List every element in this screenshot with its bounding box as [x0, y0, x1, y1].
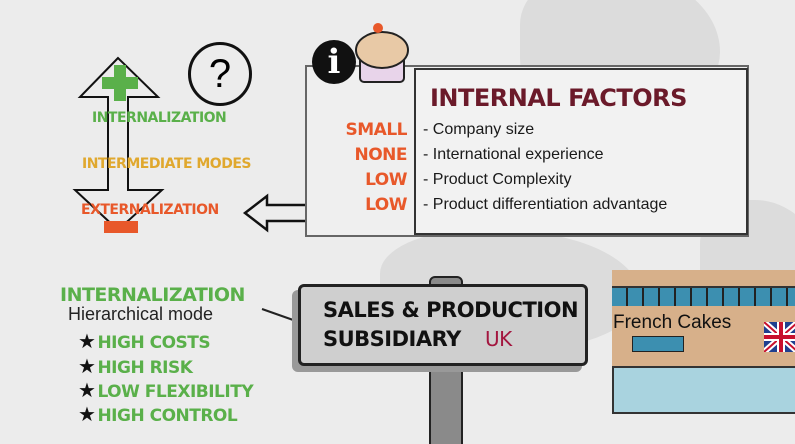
- scale-top-label: INTERNALIZATION: [92, 110, 227, 126]
- building-sign: French Cakes: [613, 312, 732, 333]
- question-icon: ?: [188, 42, 252, 106]
- factor-value: LOW: [365, 195, 407, 215]
- trait-item: ★HIGH RISK: [78, 354, 193, 378]
- signpost-board: [298, 284, 588, 366]
- scale-middle-label: INTERMEDIATE MODES: [82, 156, 251, 172]
- factor-label: - Product Complexity: [423, 171, 572, 188]
- trait-item: ★HIGH COSTS: [78, 329, 211, 353]
- factor-value: NONE: [354, 145, 407, 165]
- signpost-line2: SUBSIDIARY: [323, 327, 461, 351]
- factor-value: LOW: [365, 170, 407, 190]
- trait-item: ★LOW FLEXIBILITY: [78, 378, 254, 402]
- factor-label: - Company size: [423, 121, 535, 138]
- trait-item: ★HIGH CONTROL: [78, 402, 238, 426]
- trait-label: HIGH CONTROL: [97, 406, 238, 426]
- info-icon: i: [312, 40, 356, 84]
- factor-label: - Product differentiation advantage: [423, 196, 668, 213]
- connector-line: [261, 308, 297, 322]
- building-windows: [612, 288, 795, 306]
- mode-subtitle: Hierarchical mode: [68, 304, 214, 324]
- building-window: [632, 336, 684, 352]
- factor-label: - International experience: [423, 146, 604, 163]
- star-icon: ★: [78, 329, 96, 353]
- cupcake-icon: [355, 23, 409, 83]
- factors-panel: [414, 68, 748, 235]
- star-icon: ★: [78, 378, 96, 402]
- scale-bottom-label: EXTERNALIZATION: [81, 202, 219, 218]
- star-icon: ★: [78, 402, 96, 426]
- building-roof: [612, 270, 795, 288]
- signpost-line1: SALES & PRODUCTION: [323, 298, 579, 322]
- uk-flag-icon: [764, 322, 795, 352]
- factor-value: SMALL: [345, 120, 408, 140]
- trait-label: LOW FLEXIBILITY: [97, 382, 254, 402]
- star-icon: ★: [78, 354, 96, 378]
- double-arrow-icon: [72, 56, 165, 233]
- trait-label: HIGH RISK: [97, 358, 193, 378]
- mode-title: INTERNALIZATION: [60, 284, 245, 306]
- signpost-country: UK: [485, 327, 512, 351]
- trait-label: HIGH COSTS: [97, 333, 211, 353]
- factors-title: INTERNAL FACTORS: [430, 84, 687, 112]
